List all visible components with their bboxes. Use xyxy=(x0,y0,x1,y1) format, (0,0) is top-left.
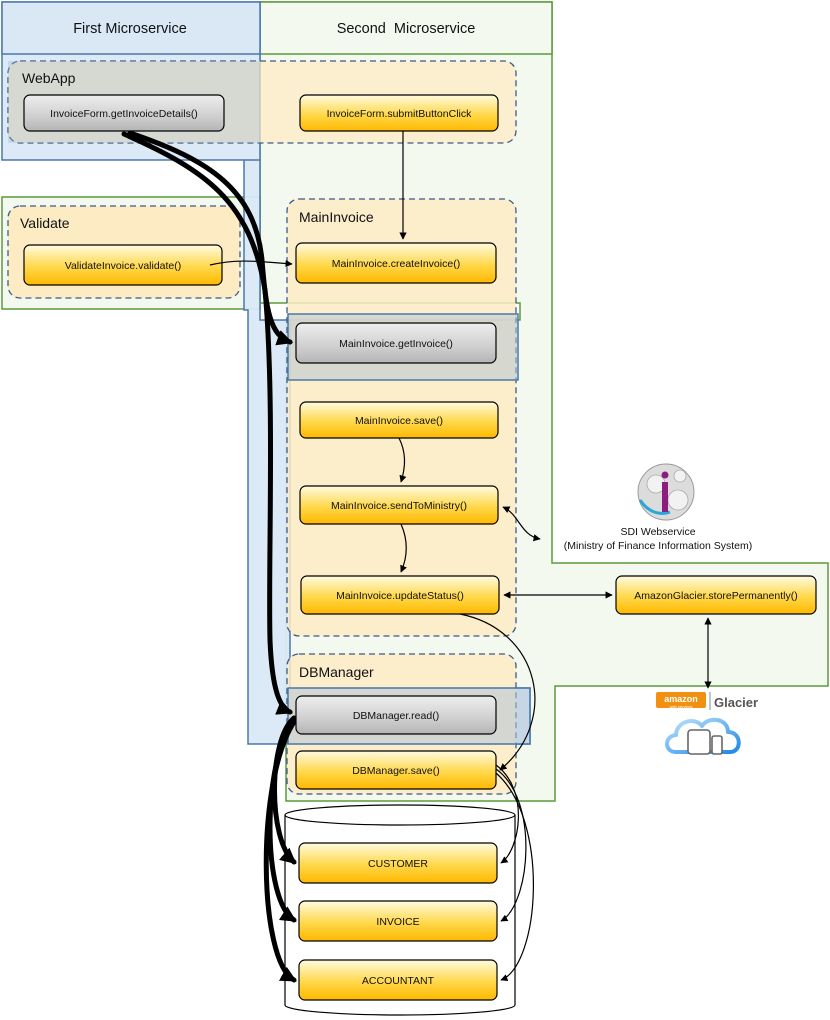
svg-text:INVOICE: INVOICE xyxy=(376,916,419,928)
sdi-title: SDI Webservice xyxy=(620,526,695,538)
svg-text:DBManager.save(): DBManager.save() xyxy=(352,765,440,777)
glacier-label: Glacier xyxy=(714,695,758,710)
validate-group-label: Validate xyxy=(20,215,70,231)
svg-text:DBManager.read(): DBManager.read() xyxy=(353,710,439,722)
sdi-logo xyxy=(637,463,695,521)
svg-text:CUSTOMER: CUSTOMER xyxy=(368,858,428,870)
node-create-invoice: MainInvoice.createInvoice() xyxy=(295,242,497,284)
node-save: MainInvoice.save() xyxy=(299,401,499,439)
first-microservice-header: First Microservice xyxy=(73,21,187,37)
arrow-details-to-dbread xyxy=(121,131,293,715)
second-microservice-header: Second Microservice xyxy=(337,21,476,37)
amazon-glacier-logo: amazon web services Glacier xyxy=(656,692,758,710)
node-get-invoice: MainInvoice.getInvoice() xyxy=(295,322,497,364)
arrow-details-to-getinvoice xyxy=(127,130,294,346)
table-accountant: ACCOUNTANT xyxy=(298,959,498,1001)
node-db-read: DBManager.read() xyxy=(295,695,497,735)
node-submit-button-click: InvoiceForm.submitButtonClick xyxy=(299,94,499,132)
node-validate: ValidateInvoice.validate() xyxy=(23,244,223,286)
webapp-group-label: WebApp xyxy=(22,70,76,86)
first-microservice-header-bg xyxy=(1,1,261,55)
svg-text:AmazonGlacier.storePermanently: AmazonGlacier.storePermanently() xyxy=(634,590,797,602)
svg-text:MainInvoice.createInvoice(): MainInvoice.createInvoice() xyxy=(332,258,460,270)
node-db-save: DBManager.save() xyxy=(295,750,497,790)
svg-text:web services: web services xyxy=(669,704,692,709)
arrow-dbsave-to-customer xyxy=(495,764,519,864)
arrow-update-to-dbsave xyxy=(459,613,536,771)
cloud-devices-icon xyxy=(665,717,741,755)
table-customer: CUSTOMER xyxy=(298,842,498,884)
svg-text:amazon: amazon xyxy=(664,694,698,704)
svg-text:ValidateInvoice.validate(): ValidateInvoice.validate() xyxy=(65,260,182,272)
arrow-dbsave-to-invoice xyxy=(495,768,527,922)
node-send-to-ministry: MainInvoice.sendToMinistry() xyxy=(299,485,499,525)
arrow-send-to-sdi xyxy=(502,506,541,542)
thin-connectors xyxy=(209,131,712,982)
node-update-status: MainInvoice.updateStatus() xyxy=(300,575,500,615)
arrow-validate-to-create xyxy=(209,259,293,268)
svg-text:InvoiceForm.submitButtonClick: InvoiceForm.submitButtonClick xyxy=(327,108,472,120)
svg-text:ACCOUNTANT: ACCOUNTANT xyxy=(362,975,435,987)
arrow-dbsave-to-accountant xyxy=(495,772,534,982)
node-get-invoice-details: InvoiceForm.getInvoiceDetails() xyxy=(23,94,225,132)
node-store-permanently: AmazonGlacier.storePermanently() xyxy=(615,575,817,615)
svg-text:InvoiceForm.getInvoiceDetails(: InvoiceForm.getInvoiceDetails() xyxy=(50,108,198,120)
sdi-subtitle: (Ministry of Finance Information System) xyxy=(564,540,752,552)
arrow-dbread-to-accountant xyxy=(263,719,297,983)
arrow-save-to-send xyxy=(398,437,407,483)
arrow-send-to-update xyxy=(400,523,407,573)
svg-text:MainInvoice.sendToMinistry(): MainInvoice.sendToMinistry() xyxy=(331,500,467,512)
db-manager-group-label: DBManager xyxy=(299,664,374,680)
svg-text:MainInvoice.save(): MainInvoice.save() xyxy=(355,415,443,427)
thick-connectors xyxy=(121,130,297,983)
table-invoice: INVOICE xyxy=(298,900,498,942)
svg-text:MainInvoice.getInvoice(): MainInvoice.getInvoice() xyxy=(339,338,453,350)
main-invoice-group-label: MainInvoice xyxy=(299,209,374,225)
svg-text:MainInvoice.updateStatus(): MainInvoice.updateStatus() xyxy=(336,590,464,602)
